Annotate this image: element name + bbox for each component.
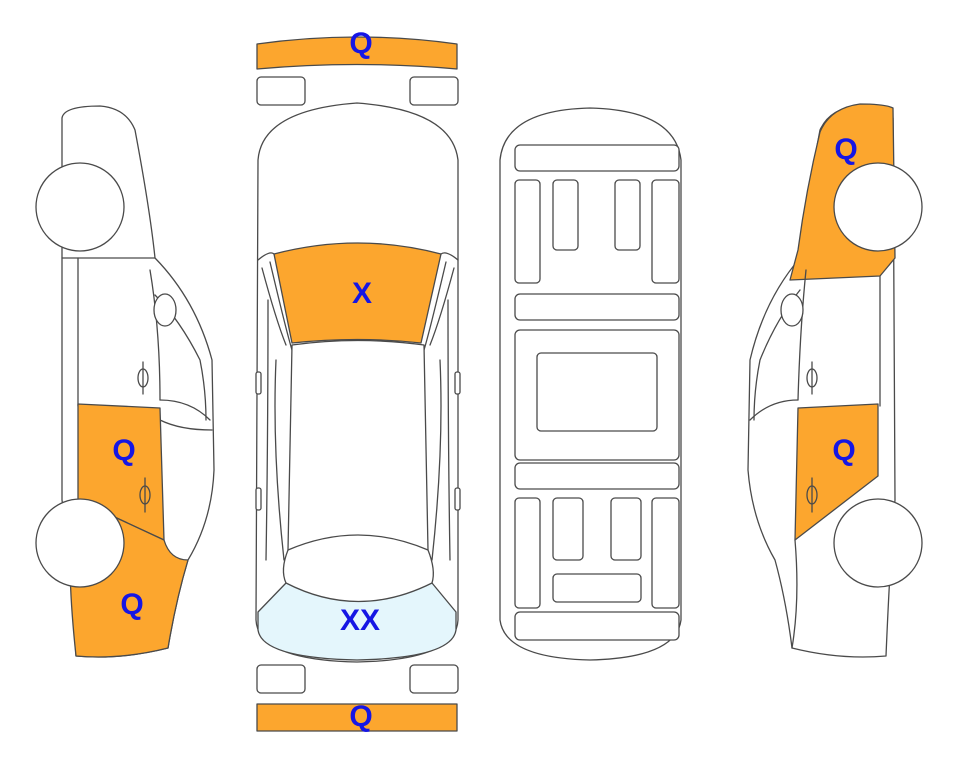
front-bumper-panel[interactable]: [256, 36, 458, 70]
right-front-wheel: [833, 162, 923, 252]
rear-left-light: [256, 664, 306, 694]
rear-window-panel[interactable]: [257, 582, 457, 661]
right-side-view: Q Q: [747, 103, 923, 658]
left-rear-wheel: [35, 498, 125, 588]
roof-panel: [287, 339, 429, 551]
left-front-wheel: [35, 162, 125, 252]
right-rear-wheel: [833, 498, 923, 588]
right-front-fender-mark: Q: [834, 133, 857, 166]
hood-mark: X: [352, 277, 372, 310]
rear-bumper-panel[interactable]: [256, 703, 458, 732]
rear-bumper-mark: Q: [349, 700, 372, 733]
top-view: Q X XX: [255, 27, 461, 733]
front-right-light: [409, 76, 459, 106]
right-front-door-panel[interactable]: [794, 403, 879, 541]
right-front-door-mark: Q: [832, 434, 855, 467]
underbody-view: [499, 107, 682, 661]
front-bumper-mark: Q: [349, 27, 372, 60]
left-rear-door-mark: Q: [112, 434, 135, 467]
left-side-view: Q Q: [35, 105, 215, 658]
front-left-light: [256, 76, 306, 106]
rear-window-mark: XX: [340, 604, 380, 637]
rear-right-light: [409, 664, 459, 694]
left-rear-quarter-mark: Q: [120, 588, 143, 621]
